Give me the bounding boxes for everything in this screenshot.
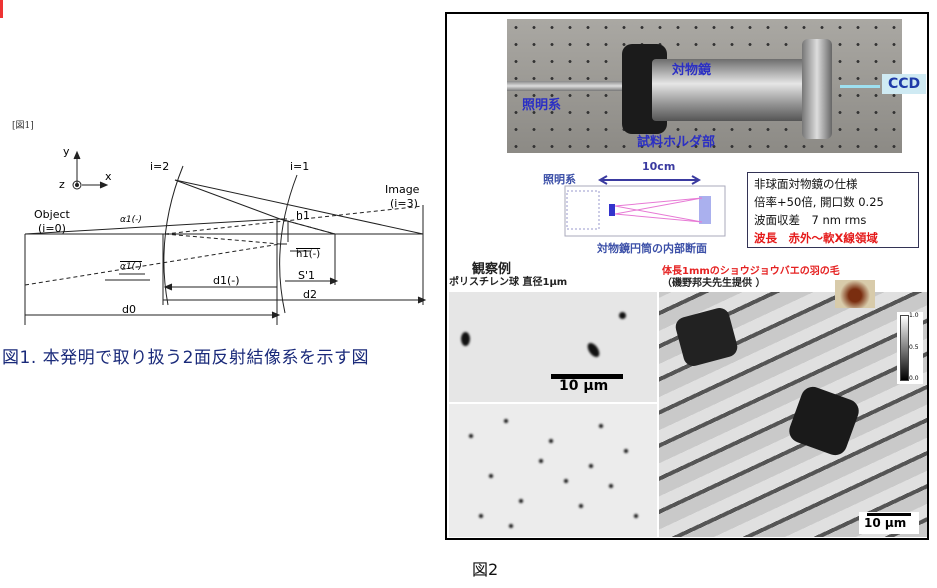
photo-sample-holder-label: 試料ホルダ部 bbox=[637, 135, 716, 150]
arrow bbox=[840, 85, 880, 88]
photo-ccd-label: CCD bbox=[882, 74, 927, 94]
polystyrene-image-small bbox=[449, 404, 657, 537]
colorbar-tick: 0.0 bbox=[909, 375, 919, 382]
colorbar: 1.0 0.5 0.0 bbox=[897, 312, 923, 384]
d2-label: d2 bbox=[303, 288, 317, 301]
polystyrene-image-large: 10 μm bbox=[449, 292, 657, 402]
image-label: Image bbox=[385, 183, 420, 196]
polystyrene-label: ポリスチレン球 直径1μm bbox=[449, 277, 568, 288]
spec-box: 非球面対物鏡の仕様 倍率+50倍, 開口数 0.25 波面収差 7 nm rms… bbox=[747, 172, 919, 248]
spec-line1: 倍率+50倍, 開口数 0.25 bbox=[754, 195, 884, 209]
figure1-diagram: y x z i=2 i=1 Image (i=3) Object (i=0) α… bbox=[0, 135, 430, 335]
image-index-label: (i=3) bbox=[390, 197, 418, 210]
d1-label: d1(-) bbox=[213, 274, 240, 287]
rod bbox=[507, 81, 657, 91]
colorbar-tick: 1.0 bbox=[909, 312, 919, 319]
particle bbox=[589, 464, 593, 468]
scalebar-box: 10 μm bbox=[859, 512, 919, 534]
mirror-i2-label: i=2 bbox=[150, 160, 170, 173]
mirror-i1-label: i=1 bbox=[290, 160, 310, 173]
cs-length-label: 10cm bbox=[642, 160, 676, 173]
y-axis-label: y bbox=[63, 145, 70, 158]
particle bbox=[579, 504, 583, 508]
object-index-label: (i=0) bbox=[38, 222, 66, 235]
cs-illumination-label: 照明系 bbox=[543, 173, 576, 186]
d0-label: d0 bbox=[122, 303, 136, 316]
scalebar-label-2: 10 μm bbox=[864, 516, 907, 530]
particle bbox=[634, 514, 638, 518]
objective-tube bbox=[652, 59, 827, 121]
particle bbox=[469, 434, 473, 438]
particle bbox=[624, 449, 628, 453]
scalebar-label: 10 μm bbox=[559, 378, 609, 394]
hair-socket bbox=[673, 305, 740, 369]
figure2-caption: 図2 bbox=[472, 560, 499, 579]
alpha1-bar-label: α1(-) bbox=[120, 262, 142, 272]
x-axis-label: x bbox=[105, 170, 112, 183]
h1-bar-label: h1(-) bbox=[296, 249, 321, 260]
examples-heading: 観察例 bbox=[472, 262, 512, 277]
photo-illumination-label: 照明系 bbox=[522, 98, 562, 113]
particle bbox=[609, 484, 613, 488]
flange bbox=[802, 39, 832, 139]
figure1-tag: [図1] bbox=[12, 121, 34, 131]
z-axis-label: z bbox=[59, 178, 65, 191]
object-label: Object bbox=[34, 208, 70, 221]
particle bbox=[519, 499, 523, 503]
photo-objective-label: 対物鏡 bbox=[672, 63, 712, 78]
particle bbox=[489, 474, 493, 478]
fly-credit: （磯野邦夫先生提供 ） bbox=[662, 278, 766, 289]
fly-label: 体長1mmのショウジョウバエの羽の毛 bbox=[662, 266, 840, 277]
hair-socket bbox=[785, 383, 863, 459]
particle bbox=[509, 524, 513, 528]
spec-title: 非球面対物鏡の仕様 bbox=[754, 177, 858, 191]
figure1-caption: 図1. 本発明で取り扱う2面反射結像系を示す図 bbox=[2, 348, 369, 368]
red-mark bbox=[0, 0, 3, 18]
fly-thumbnail bbox=[835, 280, 875, 308]
particle bbox=[599, 424, 603, 428]
spec-line3: 波長 赤外～軟X線領域 bbox=[754, 231, 878, 245]
particle bbox=[564, 479, 568, 483]
particle bbox=[549, 439, 553, 443]
cross-section-caption: 対物鏡円筒の内部断面 bbox=[597, 242, 707, 255]
fly-hair-image: 1.0 0.5 0.0 10 μm bbox=[659, 292, 927, 537]
microscope-photo: 照明系 対物鏡 CCD 試料ホルダ部 bbox=[507, 19, 927, 153]
particle bbox=[504, 419, 508, 423]
spec-line2: 波面収差 7 nm rms bbox=[754, 213, 867, 227]
particle bbox=[539, 459, 543, 463]
alpha1-label: α1(-) bbox=[120, 215, 142, 225]
figure2-panel: 照明系 対物鏡 CCD 試料ホルダ部 照明系 10cm 対物鏡円筒の内部断面 非… bbox=[445, 12, 929, 540]
cross-section-diagram: 照明系 10cm bbox=[543, 160, 737, 246]
colorbar-tick: 0.5 bbox=[909, 344, 919, 351]
particle bbox=[479, 514, 483, 518]
s1-label: S'1 bbox=[298, 269, 316, 282]
scalebar bbox=[551, 374, 623, 379]
h1-label: h1 bbox=[296, 209, 310, 222]
